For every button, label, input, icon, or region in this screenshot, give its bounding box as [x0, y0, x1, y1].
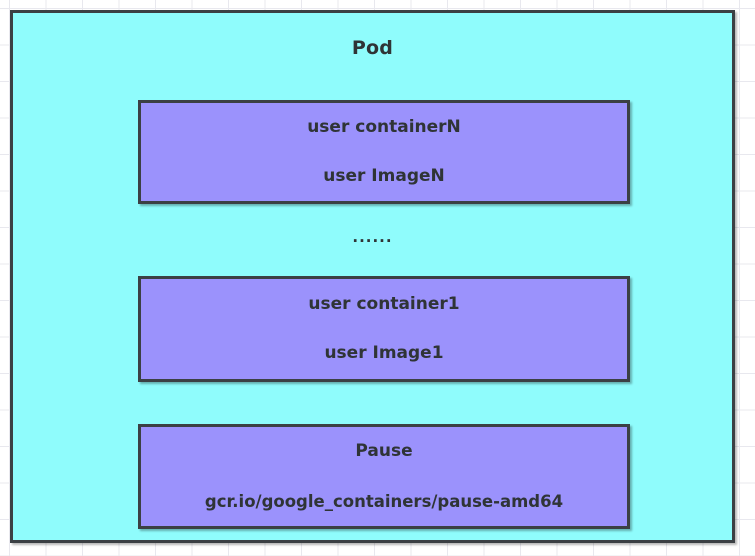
- ellipsis-separator: ......: [352, 228, 393, 246]
- container-name-label: Pause: [355, 441, 413, 462]
- container-name-label: user containerN: [307, 117, 461, 138]
- container-name-label: user container1: [308, 294, 460, 315]
- container-box-pause: Pause gcr.io/google_containers/pause-amd…: [138, 424, 630, 529]
- container-box-user-container-n: user containerN user ImageN: [138, 100, 630, 204]
- pod-title: Pod: [351, 37, 394, 59]
- container-image-label: user ImageN: [323, 166, 445, 186]
- container-image-label: user Image1: [324, 343, 444, 363]
- container-box-user-container-1: user container1 user Image1: [138, 276, 630, 382]
- container-image-label: gcr.io/google_containers/pause-amd64: [204, 491, 564, 511]
- pod-container-box: Pod user containerN user ImageN ...... u…: [10, 10, 735, 543]
